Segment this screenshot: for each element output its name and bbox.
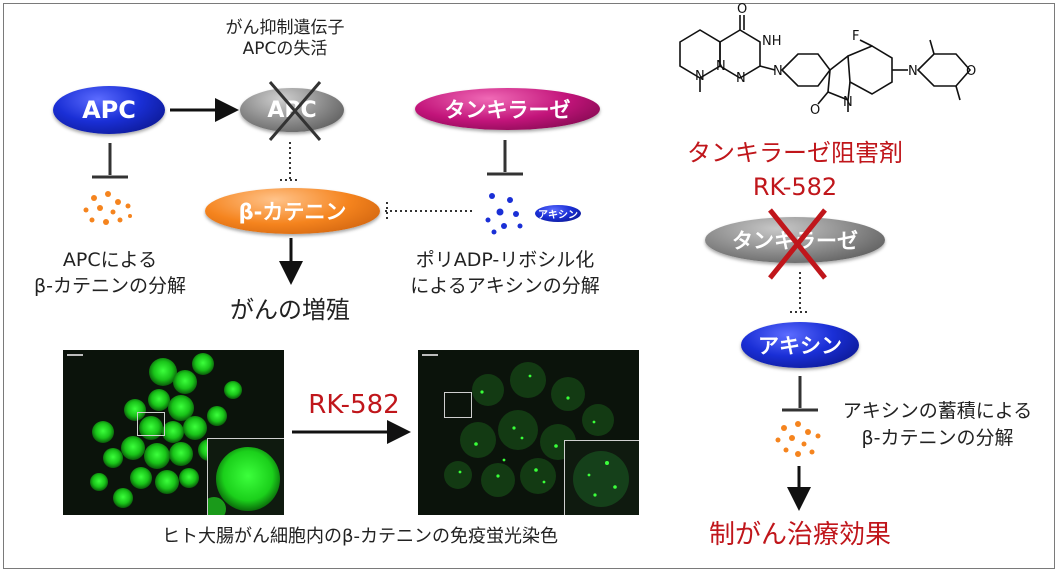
apc-inhibition-icon xyxy=(92,143,128,179)
micrograph-treated xyxy=(418,350,639,515)
scale-bar xyxy=(67,354,83,356)
parsylation-line1: ポリADP-リボシル化 xyxy=(415,249,595,271)
degraded-axin-icon xyxy=(485,193,523,235)
tankyrase-node: タンキラーゼ xyxy=(415,88,600,130)
apc-inactive-node: APC xyxy=(240,88,344,132)
atom-o-morph: O xyxy=(966,64,976,79)
atom-o-lactam: O xyxy=(810,103,820,118)
inhibitor-line2: RK-582 xyxy=(752,173,838,201)
proliferation-label: がんの増殖 xyxy=(230,296,350,324)
axin-accumulation-line2: β-カテニンの分解 xyxy=(861,427,1014,449)
atom-n-lactam: N xyxy=(843,95,853,110)
degraded-beta-catenin-icon-2 xyxy=(775,421,821,457)
zoomed-puncta xyxy=(573,451,629,507)
atom-f: F xyxy=(852,29,859,44)
atom-n2: N xyxy=(736,71,746,86)
zoom-inset-2 xyxy=(564,440,639,515)
atom-n3: N xyxy=(695,69,705,84)
apc-cross-icon xyxy=(268,81,322,141)
tankyrase-inhibition-icon xyxy=(487,140,523,176)
inhibitor-line1: タンキラーゼ阻害剤 xyxy=(687,139,903,167)
micrograph-untreated xyxy=(63,350,284,515)
atom-n-morph: N xyxy=(908,64,918,79)
zoom-selection-box xyxy=(137,412,165,436)
apc-degradation-line2: β-カテニンの分解 xyxy=(34,275,186,297)
axin-small-node: アキシン xyxy=(535,205,581,222)
axin-node: アキシン xyxy=(741,322,859,368)
apc-loss-line1: がん抑制遺伝子 xyxy=(225,18,345,38)
atom-nh: NH xyxy=(762,34,782,49)
apc-degradation-line1: APCによる xyxy=(62,249,158,271)
axin-inhibition-icon xyxy=(782,376,818,412)
tankyrase-red-cross-icon xyxy=(768,208,827,280)
zoom-selection-box-2 xyxy=(444,392,472,418)
apc-loss-line2: APCの失活 xyxy=(242,39,328,59)
atom-n1: N xyxy=(716,59,726,74)
parsylation-line2: によるアキシンの分解 xyxy=(410,275,600,297)
degraded-beta-catenin-icon xyxy=(83,191,132,225)
atom-n-pip: N xyxy=(773,64,783,79)
rk582-structure: O NH N N N N F O N N O xyxy=(679,2,976,118)
micrograph-caption: ヒト大腸がん細胞内のβ-カテニンの免疫蛍光染色 xyxy=(162,526,558,547)
figure-frame xyxy=(3,3,1055,569)
apc-loss-label: がん抑制遺伝子 APCの失活 xyxy=(205,18,365,60)
apc-degradation-label: APCによる β-カテニンの分解 xyxy=(20,247,200,299)
inhibitor-label: タンキラーゼ阻害剤 RK-582 xyxy=(670,136,920,204)
axin-accumulation-label: アキシンの蓄積による β-カテニンの分解 xyxy=(830,398,1045,452)
atom-o-top: O xyxy=(737,2,747,17)
apc-node: APC xyxy=(53,86,165,134)
zoomed-cell xyxy=(208,447,280,515)
parsylation-label: ポリADP-リボシル化 によるアキシンの分解 xyxy=(385,247,625,299)
treatment-arrow-label: RK-582 xyxy=(308,390,400,420)
scale-bar-2 xyxy=(422,354,438,356)
zoom-inset xyxy=(207,438,284,515)
therapeutic-effect-label: 制がん治療効果 xyxy=(708,520,891,550)
beta-catenin-node: β-カテニン xyxy=(205,188,380,234)
axin-accumulation-line1: アキシンの蓄積による xyxy=(842,400,1033,422)
